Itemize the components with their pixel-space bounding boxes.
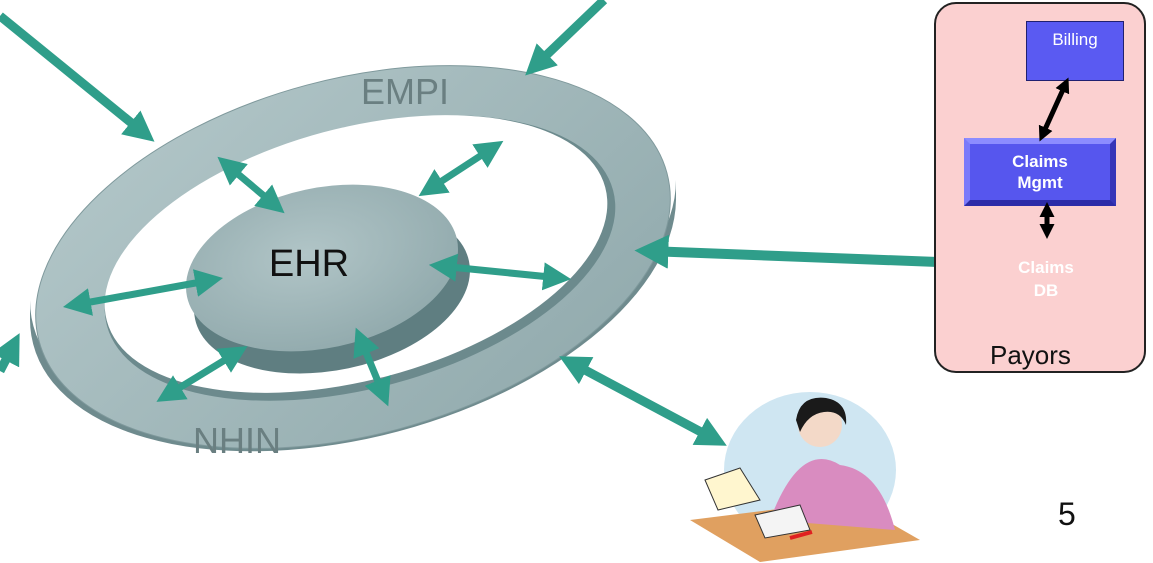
arrow-ring-ehr-5 — [156, 346, 248, 402]
arrow-ring-ehr-2 — [418, 140, 504, 197]
arrow-ring-ehr-3 — [62, 269, 224, 316]
empi-label: EMPI — [361, 71, 449, 112]
incoming-arrow-top-left — [0, 12, 155, 142]
page-number: 5 — [1058, 496, 1076, 532]
claims-mgmt-box: Claims Mgmt — [964, 138, 1116, 206]
arrow-ring-ehr-6 — [353, 327, 391, 407]
ehr-disk — [185, 184, 470, 374]
arrow-ring-ehr-1 — [217, 156, 285, 214]
incoming-arrow-top-right — [525, 0, 608, 76]
billing-box: Billing — [1026, 21, 1124, 81]
ehr-label: EHR — [269, 243, 349, 285]
billing-label: Billing — [1052, 30, 1098, 49]
arrow-ring-to-clerk — [559, 356, 727, 446]
arrow-ring-ehr-4 — [428, 253, 572, 291]
claims-mgmt-label: Claims Mgmt — [1012, 152, 1068, 192]
incoming-arrow-left — [0, 333, 20, 374]
arrow-ring-to-claims-db — [634, 234, 1004, 281]
payors-label: Payors — [990, 340, 1071, 370]
nhin-label: NHIN — [193, 420, 281, 461]
